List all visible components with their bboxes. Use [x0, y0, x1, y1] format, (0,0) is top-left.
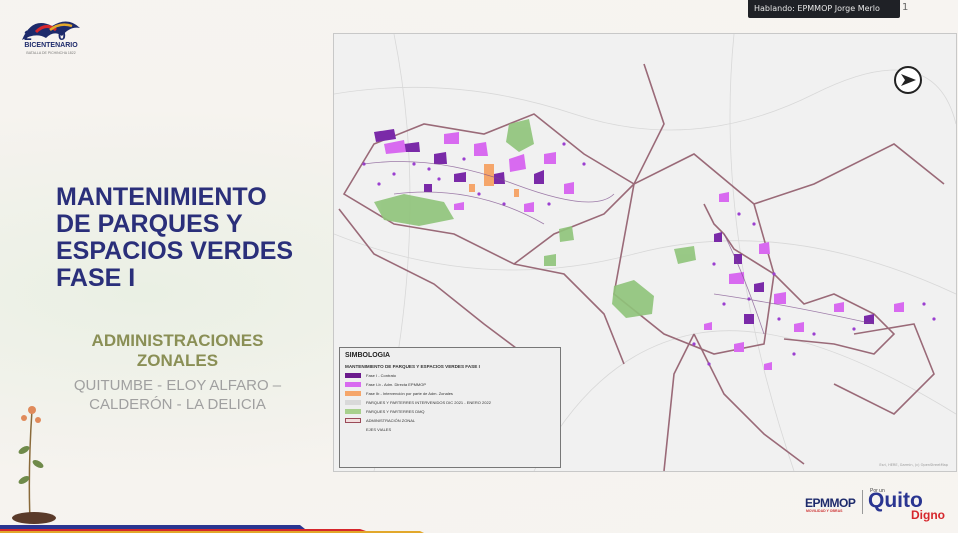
- map-credit: Esri, HERE, Garmin, (c) OpenStreetMap: [879, 463, 948, 467]
- svg-text:2: 2: [24, 27, 32, 43]
- zones-line: CALDERÓN - LA DELICIA: [89, 396, 266, 413]
- legend-label: Fase I - Contrato: [366, 372, 397, 378]
- legend-item: PARQUES Y PARTERRES INTERVENIDOS DIC 202…: [345, 399, 555, 405]
- digno-logo: Digno: [911, 508, 945, 522]
- north-arrow-icon: [894, 66, 922, 94]
- speaker-label: Hablando: EPMMOP Jorge Merlo: [754, 4, 880, 13]
- brand-separator: [862, 490, 863, 514]
- title-line: DE PARQUES Y: [56, 210, 243, 238]
- legend-swatch: [345, 381, 361, 387]
- title-line: ESPACIOS VERDES: [56, 237, 294, 265]
- map-panel[interactable]: SIMBOLOGIA MANTENIMIENTO DE PARQUES Y ES…: [333, 33, 957, 472]
- map-legend: SIMBOLOGIA MANTENIMIENTO DE PARQUES Y ES…: [339, 347, 561, 468]
- epmmop-subtitle: MOVILIDAD Y OBRAS: [806, 509, 843, 513]
- legend-label: ADMINISTRACIÓN ZONAL: [366, 417, 416, 423]
- slide-subtitle: ADMINISTRACIONES ZONALES: [40, 331, 315, 371]
- legend-swatch: [345, 408, 361, 414]
- speaker-indicator: Hablando: EPMMOP Jorge Merlo: [748, 0, 900, 18]
- legend-label: PARQUES Y PARTERRES INTERVENIDOS DIC 202…: [366, 399, 491, 405]
- brand-por-el: Por un: [870, 488, 885, 494]
- logo-name: BICENTENARIO: [24, 42, 78, 49]
- legend-item: ADMINISTRACIÓN ZONAL: [345, 417, 555, 423]
- legend-swatch: [345, 399, 361, 405]
- title-line: FASE I: [56, 264, 136, 292]
- legend-item: Fase Ib - Intervención por parte de Adm.…: [345, 390, 555, 396]
- legend-item: Fase I-b - Adm. Directa EPMMOP: [345, 381, 555, 387]
- legend-item: PARQUES Y PARTERRES DMQ: [345, 408, 555, 414]
- subtitle-line: ZONALES: [136, 351, 219, 370]
- legend-subtitle: MANTENIMIENTO DE PARQUES Y ESPACIOS VERD…: [345, 364, 480, 369]
- bicentenario-logo: 2 0: [22, 21, 80, 43]
- bottom-bar: [0, 525, 424, 533]
- legend-swatch: [345, 390, 361, 396]
- legend-item: Fase I - Contrato: [345, 372, 555, 378]
- legend-label: PARQUES Y PARTERRES DMQ: [366, 408, 425, 414]
- legend-swatch: [345, 372, 361, 378]
- subtitle-line: ADMINISTRACIONES: [91, 331, 264, 350]
- logo-subtitle: BATALLA DE PICHINCHA 1822: [26, 51, 76, 55]
- svg-text:0: 0: [58, 27, 66, 43]
- slide-title: MANTENIMIENTO DE PARQUES Y ESPACIOS VERD…: [56, 184, 326, 292]
- legend-label: Fase Ib - Intervención por parte de Adm.…: [366, 390, 453, 396]
- quito-logo: Quito: [868, 489, 923, 512]
- zones-line: QUITUMBE - ELOY ALFARO –: [73, 377, 282, 394]
- legend-swatch: [345, 417, 361, 423]
- epmmop-logo: EPMMOP: [805, 496, 856, 510]
- legend-swatch: [345, 427, 361, 432]
- legend-label: EJES VIALES: [366, 426, 392, 432]
- flower-decoration: [12, 406, 56, 524]
- legend-label: Fase I-b - Adm. Directa EPMMOP: [366, 381, 427, 387]
- zones-list: QUITUMBE - ELOY ALFARO – CALDERÓN - LA D…: [40, 376, 315, 414]
- legend-item: EJES VIALES: [345, 426, 555, 432]
- title-line: MANTENIMIENTO: [56, 183, 267, 211]
- speaker-extra: 1: [902, 2, 909, 13]
- legend-title: SIMBOLOGIA: [345, 352, 391, 359]
